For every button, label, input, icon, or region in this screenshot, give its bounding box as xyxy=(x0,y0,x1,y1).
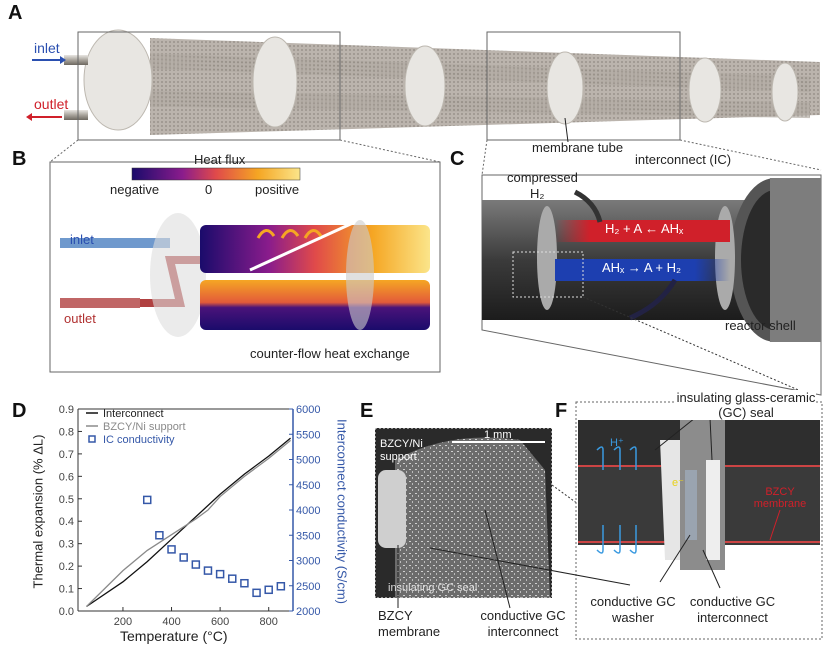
seal-cross-section xyxy=(429,401,823,640)
conductivity-point xyxy=(276,582,286,591)
x-tick-label: 600 xyxy=(211,616,229,628)
sem-micrograph xyxy=(374,427,601,609)
conductivity-point xyxy=(240,578,249,588)
y2-axis-label: Interconnect conductivity (S/cm) xyxy=(334,419,350,604)
y-tick-label: 0.5 xyxy=(59,494,74,506)
y-tick-label: 0.2 xyxy=(59,561,74,573)
series-line-0 xyxy=(86,437,291,608)
counter-flow-label: counter-flow heat exchange xyxy=(250,346,410,361)
conductivity-point xyxy=(203,566,213,575)
interconnect-label: interconnect (IC) xyxy=(635,152,732,167)
y-tick-label: 0.0 xyxy=(59,606,74,618)
x-tick-label: 400 xyxy=(162,616,180,628)
y-tick-label: 0.1 xyxy=(59,584,74,596)
y2-tick-label: 6000 xyxy=(296,404,320,416)
h-plus-label: H⁺ xyxy=(610,437,624,449)
heat-flux-title: Heat flux xyxy=(194,152,246,167)
series-line-1 xyxy=(86,439,291,607)
reactor-assembly xyxy=(26,29,822,176)
y-tick-label: 0.3 xyxy=(59,539,74,551)
panel-label-a: A xyxy=(8,2,23,24)
reaction-bottom: AHₓ → A + H₂ xyxy=(602,260,682,275)
legend-marker xyxy=(88,435,96,443)
y-axis-label: Thermal expansion (% ΔL) xyxy=(30,434,46,589)
heat-exchange-illustration xyxy=(49,161,441,373)
outlet-label: outlet xyxy=(34,96,69,112)
y2-tick-label: 3500 xyxy=(296,530,320,542)
reactor-shell-label: reactor shell xyxy=(725,318,796,333)
heat-flux-colorbar xyxy=(131,167,301,181)
y-tick-label: 0.7 xyxy=(59,449,74,461)
e-minus-label: e⁻ xyxy=(672,477,684,489)
legend-entry: IC conductivity xyxy=(103,434,175,446)
panel-label-c: C xyxy=(450,148,465,170)
insulating-seal-label: insulating glass-ceramic (GC) seal xyxy=(676,390,816,420)
conductivity-point xyxy=(142,495,152,505)
thermal-expansion-chart: 0.0 0.1 0.2 0.3 0.4 0.5 0.6 0.7 0.8 0.9 2000 2500 30… xyxy=(59,404,321,628)
y2-tick-label: 4000 xyxy=(296,505,320,517)
y-tick-label: 0.8 xyxy=(59,426,74,438)
y2-tick-label: 2500 xyxy=(296,581,320,593)
conductivity-point xyxy=(264,585,273,595)
bzcy-membrane-label: BZCY membrane xyxy=(378,608,441,639)
scale-bar-label: 1 mm xyxy=(484,429,512,441)
f-bzcy-label: BZCY membrane xyxy=(753,486,807,510)
panel-label-e: E xyxy=(360,400,374,422)
legend-entry: Interconnect xyxy=(103,408,164,420)
panel-label-b: B xyxy=(12,148,27,170)
washer-label: conductive GC washer xyxy=(590,594,676,625)
conductivity-point xyxy=(179,553,188,562)
colorbar-zero: 0 xyxy=(205,182,213,197)
y-tick-label: 0.9 xyxy=(59,404,74,416)
conductivity-point xyxy=(228,574,237,583)
conductivity-point xyxy=(155,531,164,540)
panel-label-f: F xyxy=(555,400,568,422)
b-inlet-label: inlet xyxy=(70,232,94,247)
x-axis-label: Temperature (°C) xyxy=(120,628,228,644)
legend-entry: BZCY/Ni support xyxy=(103,421,186,433)
conductivity-point xyxy=(252,588,261,598)
y-tick-label: 0.4 xyxy=(59,516,74,528)
colorbar-positive: positive xyxy=(255,182,300,197)
y2-tick-label: 2000 xyxy=(296,606,320,618)
panel-label-d: D xyxy=(12,400,27,422)
compressed-label: compressed xyxy=(507,170,578,185)
conductivity-point xyxy=(167,545,176,554)
y-tick-label: 0.6 xyxy=(59,471,74,483)
support-label: BZCY/Ni support xyxy=(380,438,423,463)
y2-tick-label: 3000 xyxy=(296,556,320,568)
h2-label: H₂ xyxy=(530,186,545,201)
reaction-top: H₂ + A ← AHₓ xyxy=(605,221,684,236)
membrane-tube-label: membrane tube xyxy=(532,140,624,155)
x-tick-label: 200 xyxy=(114,616,132,628)
e-interconnect-label: conductive GC interconnect xyxy=(480,608,566,639)
colorbar-negative: negative xyxy=(110,182,160,197)
y2-tick-label: 5500 xyxy=(296,429,320,441)
b-outlet-label: outlet xyxy=(64,311,96,326)
x-tick-label: 800 xyxy=(260,616,278,628)
y2-tick-label: 4500 xyxy=(296,480,320,492)
f-interconnect-label: conductive GC interconnect xyxy=(689,594,776,625)
seal-label: insulating GC seal xyxy=(388,582,478,594)
conductivity-point xyxy=(191,560,201,569)
reactor-cutaway-illustration xyxy=(481,174,822,396)
conductivity-point xyxy=(215,569,225,579)
inlet-label: inlet xyxy=(34,40,60,56)
y2-tick-label: 5000 xyxy=(296,455,320,467)
